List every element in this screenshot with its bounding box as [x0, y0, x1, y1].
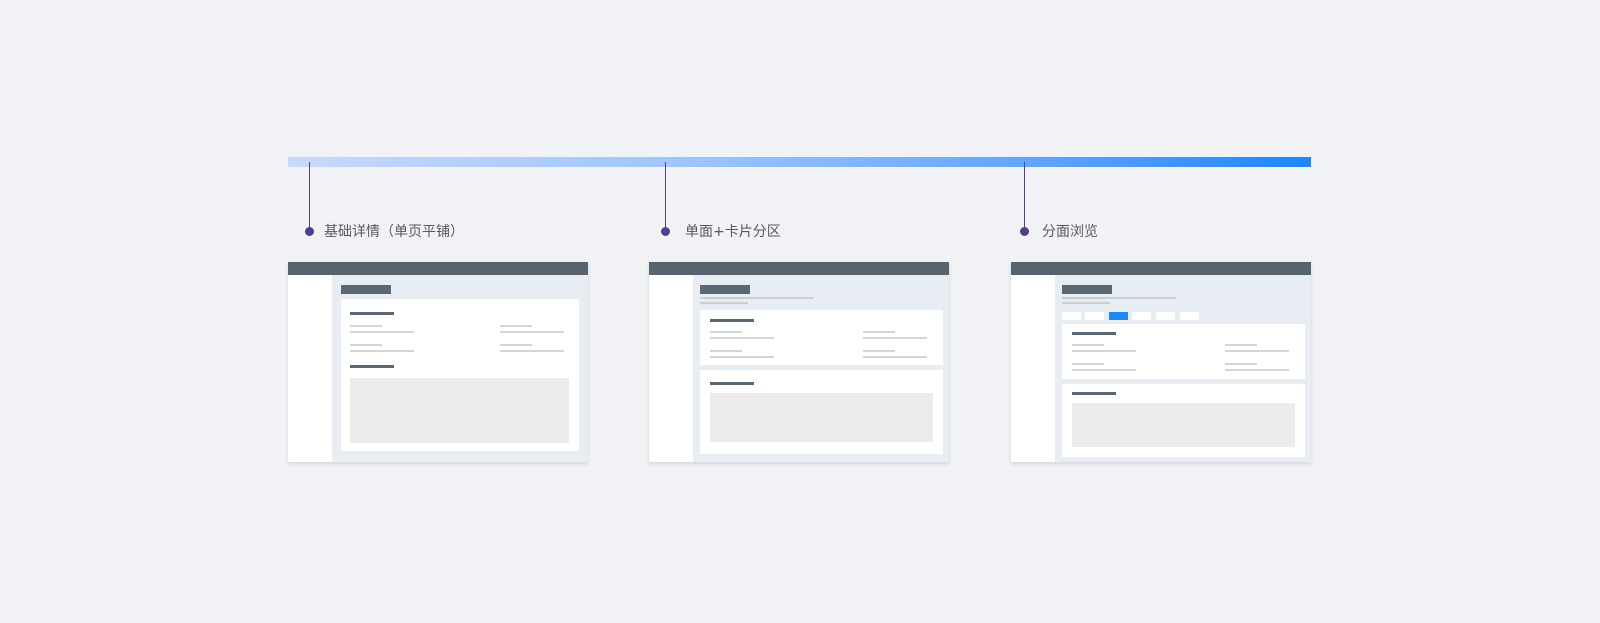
field-label	[1225, 344, 1257, 346]
stage-label-3: 分面浏览	[1042, 224, 1098, 240]
field-label	[350, 344, 382, 346]
field-value	[350, 331, 414, 333]
thumb-subtitle-line	[1062, 297, 1176, 299]
thumb-sidebar	[288, 275, 332, 462]
field-value	[1225, 369, 1289, 371]
thumb-title	[341, 285, 391, 294]
thumb-subtitle-line	[1062, 302, 1110, 304]
facet-tab	[1132, 312, 1151, 320]
detail-card	[1062, 384, 1305, 457]
facet-tab	[1085, 312, 1104, 320]
info-card	[700, 310, 943, 365]
stage-dot-2	[661, 227, 670, 236]
content-placeholder	[350, 378, 569, 443]
thumbnail-faceted-browse	[1011, 262, 1311, 462]
timeline-bar	[288, 157, 1311, 167]
field-label	[350, 325, 382, 327]
field-label	[710, 350, 742, 352]
field-label	[863, 350, 895, 352]
field-value	[1225, 350, 1289, 352]
stage-label-1: 基础详情（单页平铺）	[324, 224, 464, 240]
field-value	[1072, 350, 1136, 352]
section-title	[1072, 332, 1116, 335]
stage-dot-3	[1020, 227, 1029, 236]
facet-tab	[1156, 312, 1175, 320]
thumb-sidebar	[1011, 275, 1055, 462]
facet-tab-active	[1109, 312, 1128, 320]
thumb-title	[1062, 285, 1112, 294]
section-title	[350, 312, 394, 315]
field-value	[863, 337, 927, 339]
detail-card	[700, 370, 943, 454]
field-label	[710, 331, 742, 333]
thumb-header	[288, 262, 588, 275]
field-label	[1072, 363, 1104, 365]
field-value	[350, 350, 414, 352]
field-label	[500, 344, 532, 346]
connector-line-1	[309, 162, 310, 232]
field-value	[500, 350, 564, 352]
thumbnail-single-page	[288, 262, 588, 462]
section-title	[710, 319, 754, 322]
field-value	[863, 356, 927, 358]
thumbnail-card-sections	[649, 262, 949, 462]
thumb-header	[1011, 262, 1311, 275]
content-placeholder	[1072, 403, 1295, 447]
section-title	[1072, 392, 1116, 395]
field-label	[1225, 363, 1257, 365]
stage-dot-1	[305, 227, 314, 236]
facet-tab	[1180, 312, 1199, 320]
thumb-card	[341, 299, 579, 451]
thumb-header	[649, 262, 949, 275]
thumb-title	[700, 285, 750, 294]
field-value	[1072, 369, 1136, 371]
content-placeholder	[710, 393, 933, 442]
thumb-sidebar	[649, 275, 693, 462]
info-card	[1062, 324, 1305, 379]
stage-label-2: 单面+卡片分区	[685, 224, 781, 240]
facet-tab	[1062, 312, 1081, 320]
section-title	[710, 382, 754, 385]
connector-line-2	[665, 162, 666, 232]
field-label	[500, 325, 532, 327]
thumb-subtitle-line	[700, 302, 748, 304]
field-value	[710, 356, 774, 358]
field-value	[500, 331, 564, 333]
section-title	[350, 365, 394, 368]
field-value	[710, 337, 774, 339]
field-label	[1072, 344, 1104, 346]
field-label	[863, 331, 895, 333]
thumb-subtitle-line	[700, 297, 814, 299]
connector-line-3	[1024, 162, 1025, 232]
